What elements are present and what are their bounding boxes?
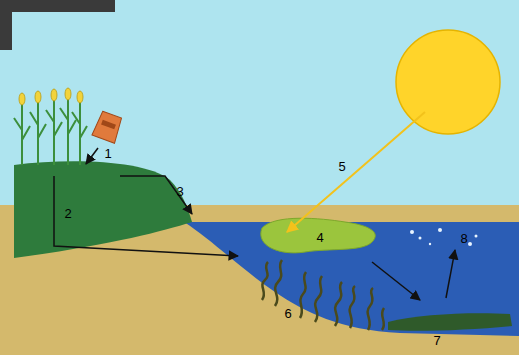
sunlight-arrow: [287, 112, 425, 232]
corner-artifact: [0, 0, 115, 12]
crop-heads: [19, 88, 83, 105]
surface-runoff-arrow: [120, 176, 192, 214]
corner-artifact: [0, 0, 12, 50]
callout-number: 4: [316, 230, 323, 245]
runoff-arrow: [86, 148, 98, 164]
seaweed: [262, 260, 384, 330]
sediment-layer: [388, 313, 512, 331]
callout-number: 6: [284, 306, 291, 321]
callout-number: 8: [460, 231, 467, 246]
crop-plants: [14, 97, 87, 165]
green-hill: [14, 161, 192, 258]
sinking-arrow: [372, 262, 420, 300]
leaching-arrow: [54, 176, 238, 256]
callout-number: 1: [104, 146, 111, 161]
callout-number: 2: [64, 206, 71, 221]
release-arrow: [446, 250, 455, 298]
callout-number: 3: [176, 184, 183, 199]
sun: [396, 30, 500, 134]
gas-bubbles: [410, 228, 478, 246]
callout-number: 7: [433, 333, 440, 348]
algae-bloom: [261, 218, 375, 253]
fertilizer-bag: [92, 111, 123, 144]
callout-number: 5: [338, 159, 345, 174]
